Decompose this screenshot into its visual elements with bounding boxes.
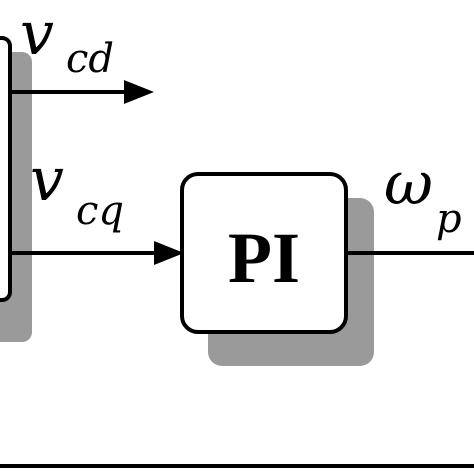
vcd-subscript: cd <box>66 36 114 82</box>
left-block <box>0 36 12 302</box>
vcq-subscript: cq <box>76 188 124 234</box>
omega-subscript: p <box>436 196 462 242</box>
omega-symbol: ω <box>384 149 433 219</box>
vcd-arrowhead <box>124 80 154 104</box>
vcq-arrowhead <box>154 241 184 265</box>
vcd-symbol: v <box>20 0 54 69</box>
pi-block-label: PI <box>228 218 300 298</box>
vcq-symbol: v <box>30 145 64 215</box>
